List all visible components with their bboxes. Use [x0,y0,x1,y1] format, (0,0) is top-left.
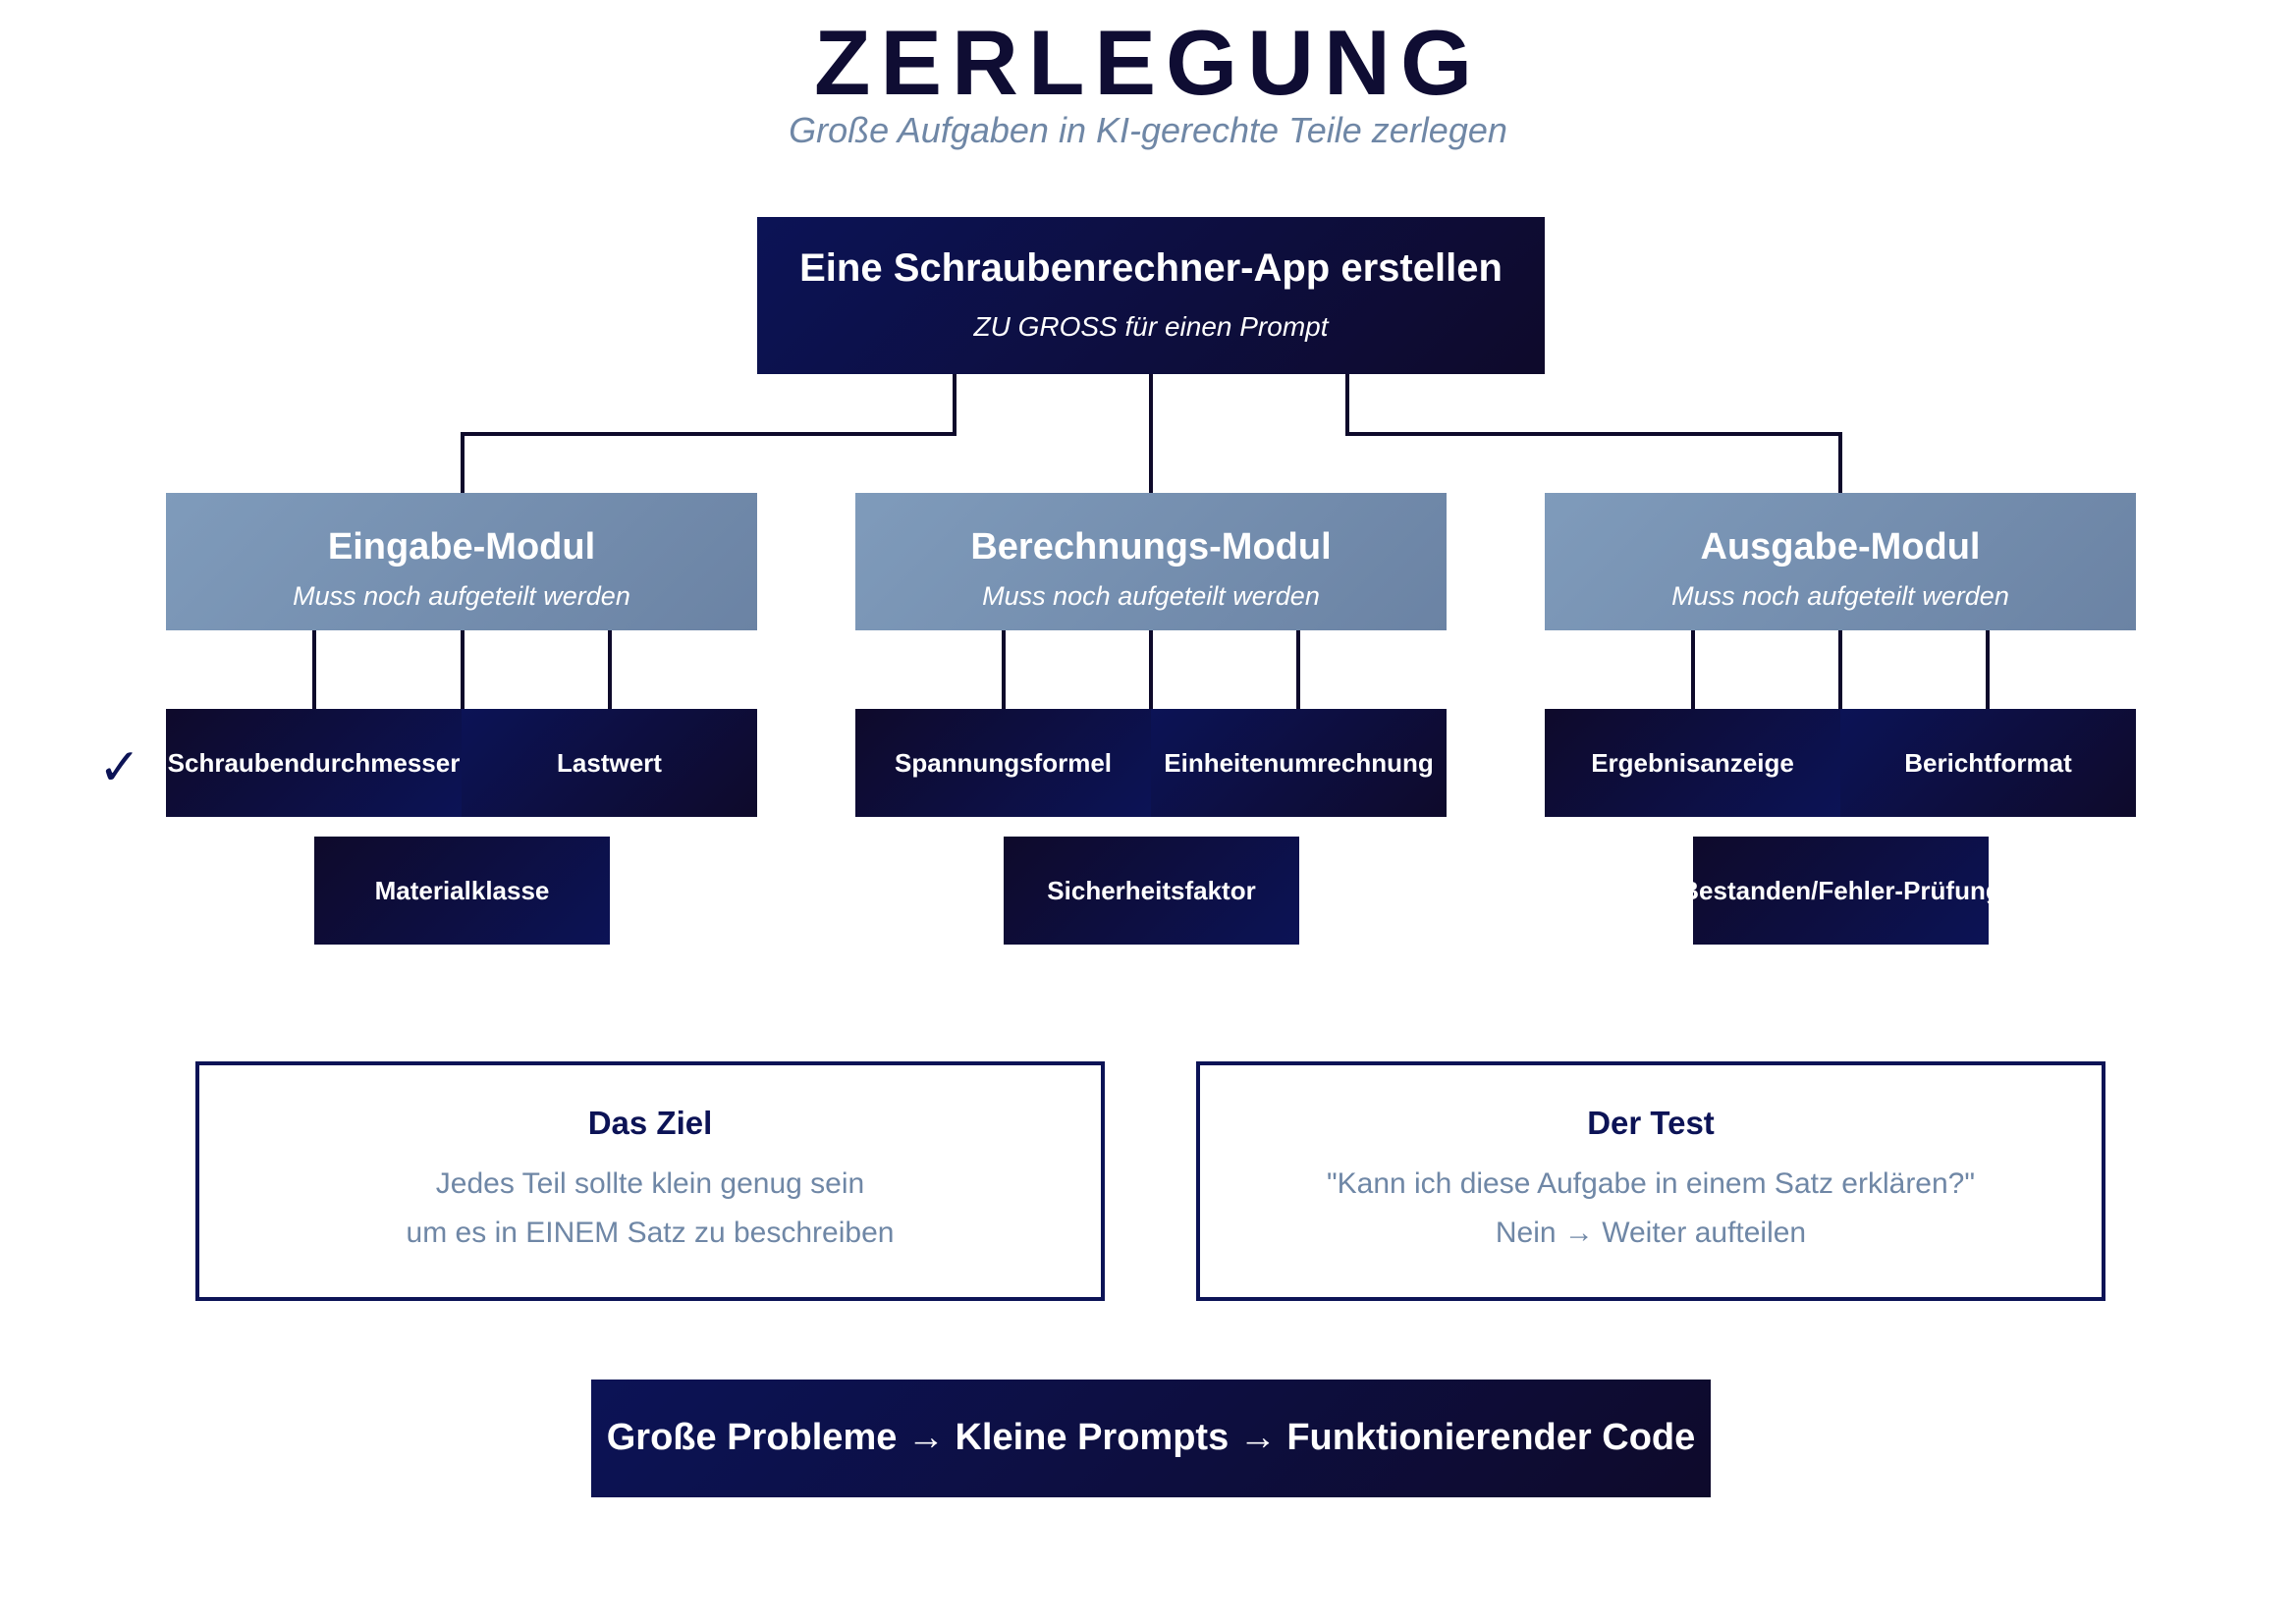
connector-root-ausgabe [1345,374,1842,493]
task-label: Bestanden/Fehler-Prüfung [1693,875,1989,905]
page-subtitle: Große Aufgaben in KI-gerechte Teile zerl… [789,110,1507,150]
task-box-einheitenumrechnung: Einheitenumrechnung [1151,709,1447,817]
module-ausgabe: Ausgabe-Modul Muss noch aufgeteilt werde… [1545,493,2136,630]
goal-title: Das Ziel [587,1105,713,1141]
task-box-ergebnisanzeige: Ergebnisanzeige [1545,709,1840,817]
summary-banner-text: Große Probleme → Kleine Prompts → Funkti… [606,1417,1696,1458]
task-box-bestanden-fehler-pruefung: Bestanden/Fehler-Prüfung [1693,837,1989,945]
test-line-2: Nein → Weiter aufteilen [1495,1217,1807,1249]
module-title: Ausgabe-Modul [1700,526,1981,568]
goal-line-2: um es in EINEM Satz zu beschreiben [406,1217,895,1249]
task-box-sicherheitsfaktor: Sicherheitsfaktor [1004,837,1299,945]
task-label: Berichtformat [1904,747,2072,778]
summary-banner: Große Probleme → Kleine Prompts → Funkti… [591,1380,1711,1497]
goal-line-1: Jedes Teil sollte klein genug sein [435,1167,865,1200]
module-berechnung: Berechnungs-Modul Muss noch aufgeteilt w… [855,493,1447,630]
module-eingabe: Eingabe-Modul Muss noch aufgeteilt werde… [166,493,757,630]
module-note: Muss noch aufgeteilt werden [982,581,1320,611]
goal-box: Das Ziel Jedes Teil sollte klein genug s… [195,1061,1105,1301]
task-label: Einheitenumrechnung [1164,747,1434,778]
task-label: Spannungsformel [894,747,1112,778]
page-title: ZERLEGUNG [813,11,1483,114]
module-note: Muss noch aufgeteilt werden [293,581,630,611]
task-label: Ergebnisanzeige [1591,747,1794,778]
task-label: Materialklasse [374,875,550,905]
task-box-materialklasse: Materialklasse [314,837,610,945]
root-task-title: Eine Schraubenrechner-App erstellen [799,246,1503,290]
task-label: Sicherheitsfaktor [1047,875,1256,905]
task-box-berichtformat: Berichtformat [1840,709,2136,817]
task-label: Lastwert [557,747,662,778]
module-title: Eingabe-Modul [327,526,596,568]
root-task-note: ZU GROSS für einen Prompt [973,311,1329,342]
task-box-spannungsformel: Spannungsformel [855,709,1151,817]
connector-root-eingabe [461,374,957,493]
check-icon: ✓ [98,738,141,797]
task-label: Schraubendurchmesser [167,747,461,778]
test-title: Der Test [1587,1105,1715,1141]
module-note: Muss noch aufgeteilt werden [1671,581,2009,611]
root-task-box: Eine Schraubenrechner-App erstellen ZU G… [757,217,1545,374]
task-box-lastwert: Lastwert [462,709,757,817]
module-title: Berechnungs-Modul [970,526,1332,568]
test-box: Der Test "Kann ich diese Aufgabe in eine… [1196,1061,2105,1301]
test-line-1: "Kann ich diese Aufgabe in einem Satz er… [1326,1167,1976,1200]
task-box-schraubendurchmesser: Schraubendurchmesser [166,709,462,817]
